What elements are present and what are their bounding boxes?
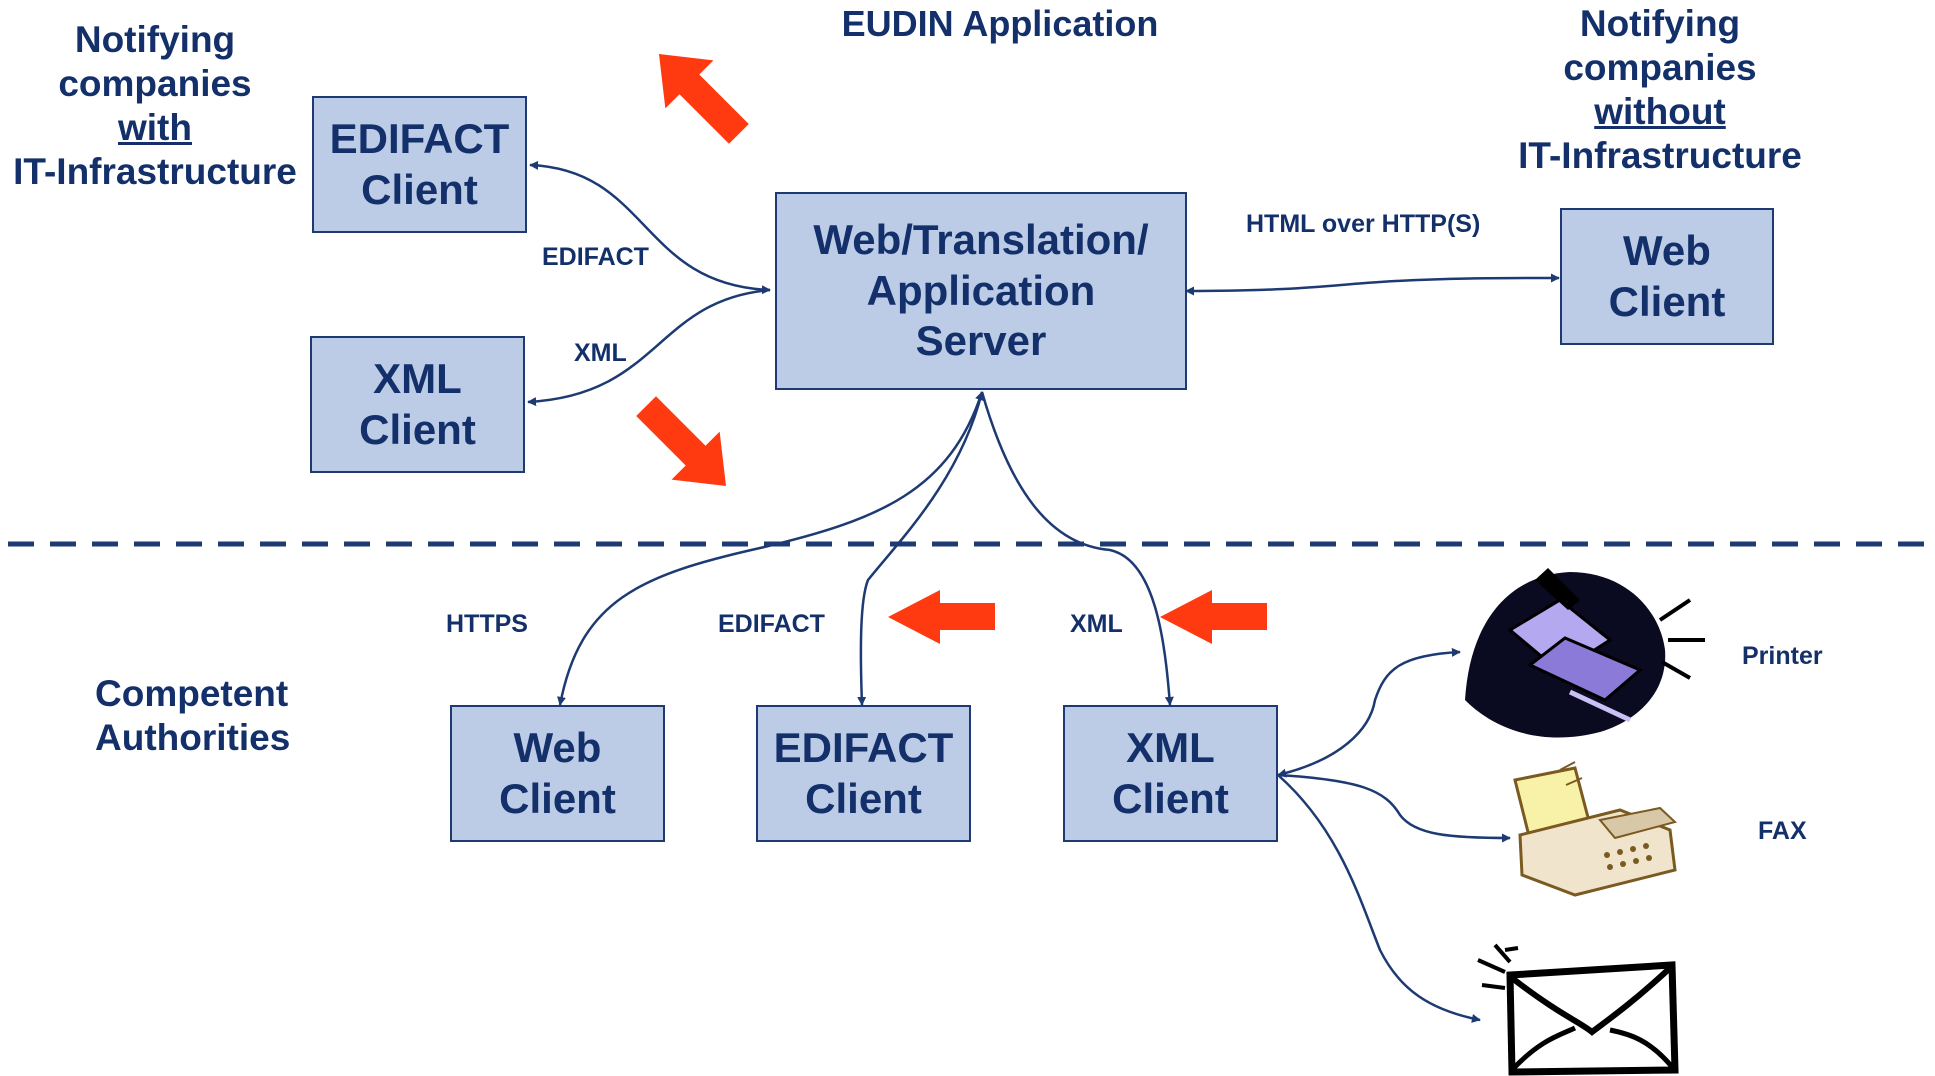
fax-icon: [1513, 761, 1678, 897]
diagram-title: EUDIN Application: [841, 3, 1159, 44]
label-printer: Printer: [1742, 642, 1823, 670]
label-fax: FAX: [1758, 817, 1807, 845]
label-xml-bottom: XML: [1070, 610, 1123, 638]
label-edifact-bottom: EDIFACT: [718, 610, 825, 638]
group-heading-competent-authorities: Competent Authorities: [95, 673, 291, 758]
edge-xml-mail: [1277, 774, 1481, 1023]
label-http: HTML over HTTP(S): [1246, 210, 1481, 238]
highlight-arrow-edifact-bottom: [888, 590, 995, 644]
server-box: Web/Translation/ Application Server: [775, 192, 1187, 390]
highlight-arrow-xml-bottom: [1160, 590, 1267, 644]
edge-edifact-top-server: [529, 160, 771, 295]
group-heading-with-infrastructure: Notifying companies with IT-Infrastructu…: [13, 19, 297, 192]
label-https: HTTPS: [446, 610, 528, 638]
envelope-icon: [1477, 943, 1679, 1076]
group-heading-without-infrastructure: Notifying companies without IT-Infrastru…: [1518, 3, 1802, 176]
label-xml-top: XML: [574, 339, 627, 367]
edge-xml-top-server: [527, 288, 771, 407]
edge-xml-printer: [1277, 647, 1461, 778]
edge-server-web-bottom: [557, 391, 984, 706]
highlight-arrow-top-left-down: [658, 53, 749, 144]
edge-xml-fax: [1277, 773, 1511, 843]
edge-server-web-right: [1185, 273, 1560, 296]
printer-icon: [1465, 568, 1705, 738]
edge-server-edifact-bottom: [857, 391, 984, 706]
edge-server-xml-bottom: [980, 391, 1174, 706]
highlight-arrow-top-left-up: [636, 396, 727, 487]
label-edifact-top: EDIFACT: [542, 243, 649, 271]
